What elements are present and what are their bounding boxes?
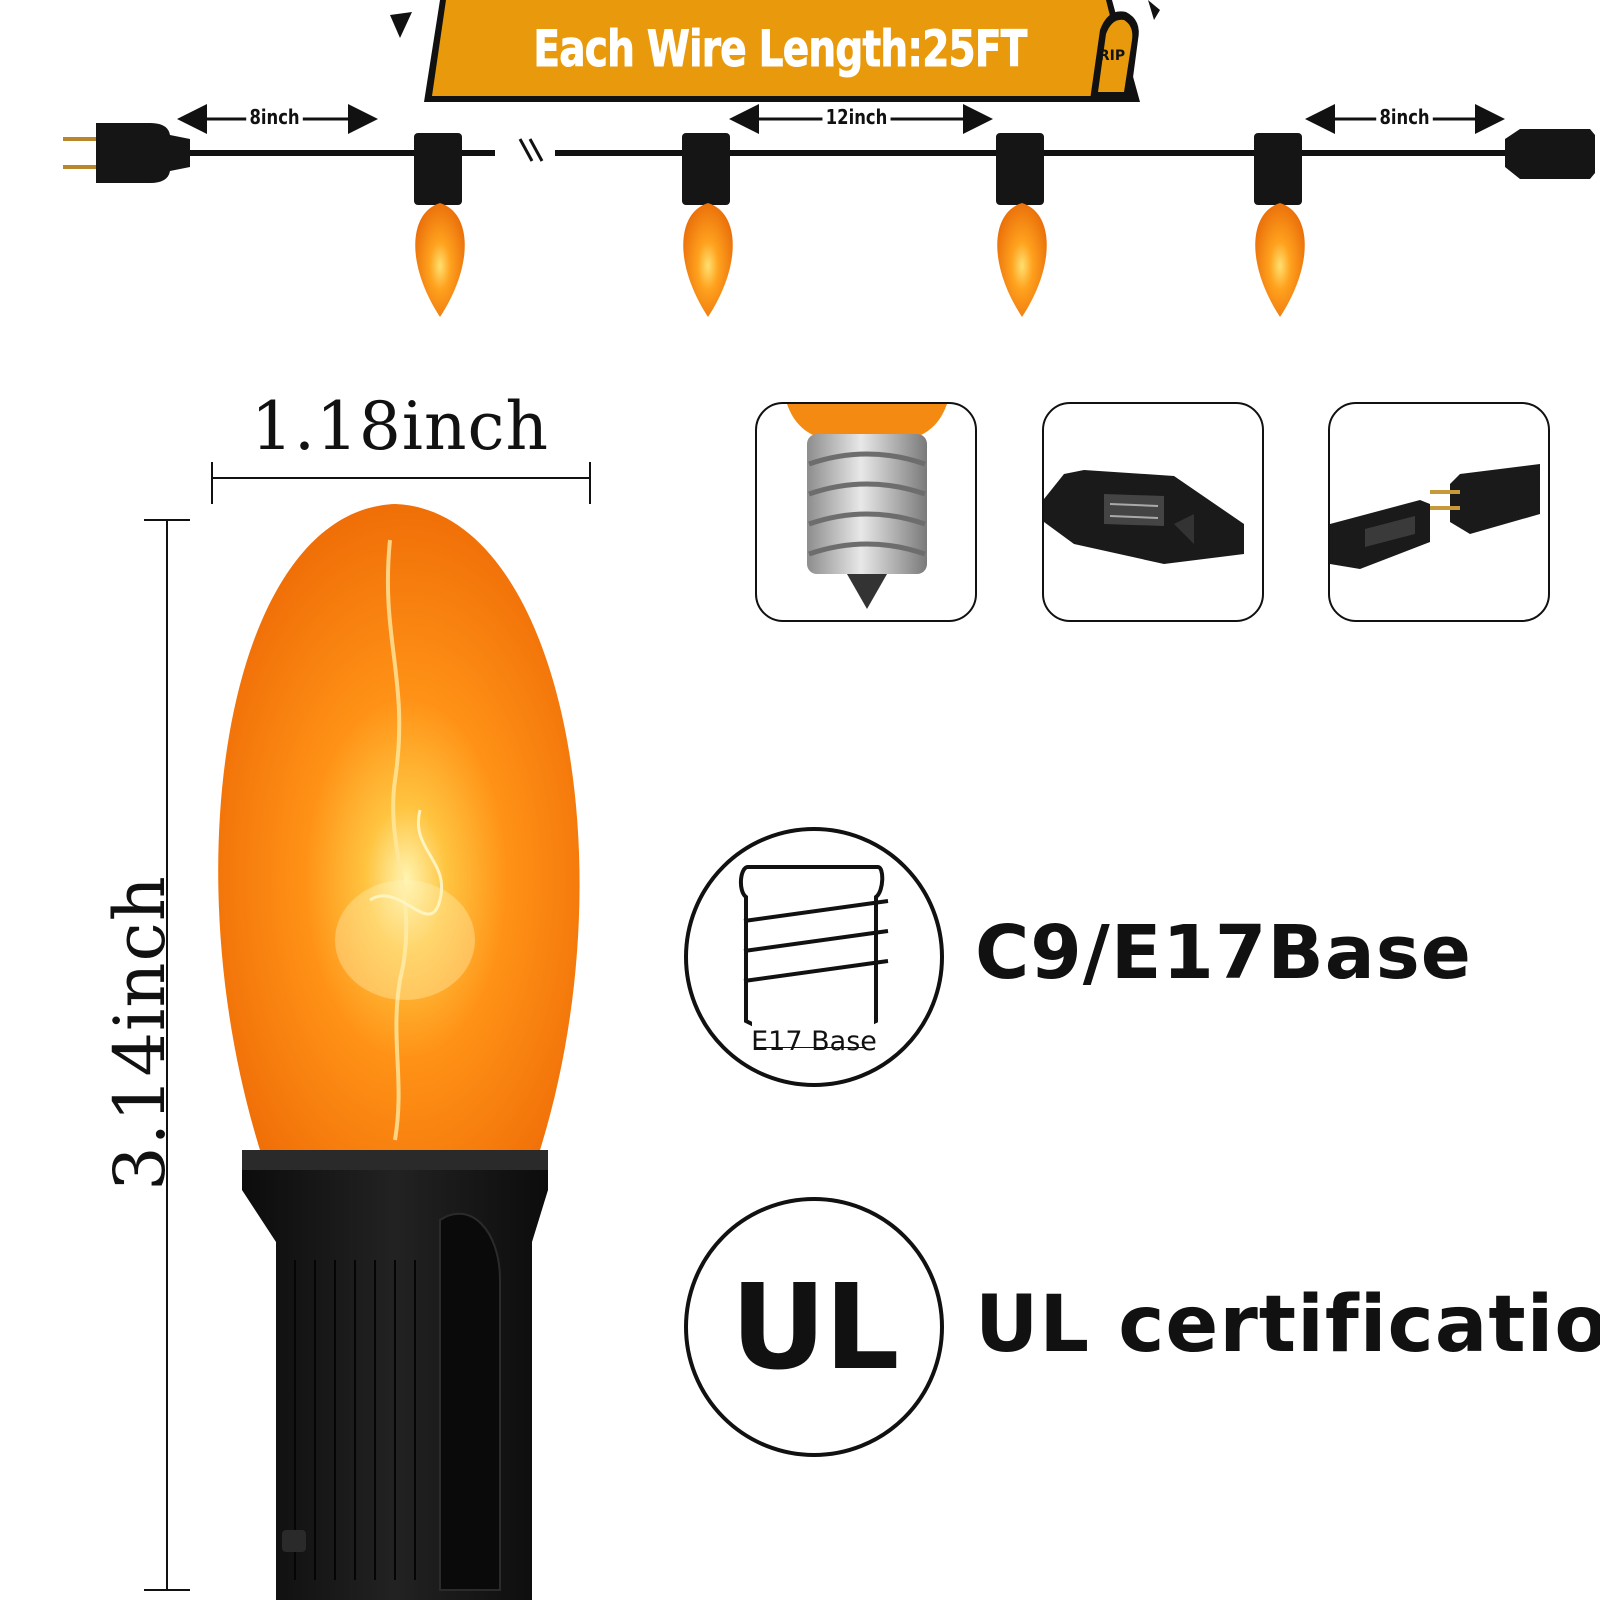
ul-badge: UL (684, 1197, 944, 1457)
e17-base-icon-label: E17 Base (751, 1026, 877, 1057)
bulb-width-label: 1.18inch (250, 388, 550, 465)
string-bulb-1 (414, 133, 465, 317)
banner-title: Each Wire Length:25FT (533, 20, 1028, 79)
base-type-text: C9/E17Base (975, 910, 1472, 996)
banner-shape: RIP (390, 0, 1160, 102)
male-plug-icon (1330, 464, 1540, 569)
string-wire-svg (63, 104, 1595, 317)
banner: RIP Each Wire Length:25FT (0, 0, 1600, 110)
right-spacing-label: 8inch (1376, 105, 1433, 129)
e17-base-icon (739, 865, 889, 1048)
big-bulb-svg (144, 462, 591, 1600)
screw-base-thumbnail (755, 402, 977, 622)
string-diagram: 8inch 12inch 8inch (0, 95, 1600, 325)
string-bulb-2 (682, 133, 733, 317)
female-plug-thumbnail (1042, 402, 1264, 622)
svg-text:RIP: RIP (1099, 48, 1125, 64)
male-plug-thumbnail (1328, 402, 1550, 622)
middle-spacing-label: 12inch (822, 105, 891, 129)
e17-base-badge: E17 Base (684, 827, 944, 1087)
ul-certification-text: UL certification (975, 1280, 1600, 1370)
left-spacing-label: 8inch (246, 105, 303, 129)
female-plug-icon (1044, 470, 1244, 564)
string-bulb-3 (996, 133, 1047, 317)
big-bulb-section: 1.18inch 3.14inch (0, 380, 620, 1600)
bulb-height-label: 3.14inch (99, 875, 181, 1191)
screw-base-icon (787, 404, 947, 609)
ul-logo: UL (730, 1258, 899, 1396)
string-bulb-4 (1254, 133, 1305, 317)
